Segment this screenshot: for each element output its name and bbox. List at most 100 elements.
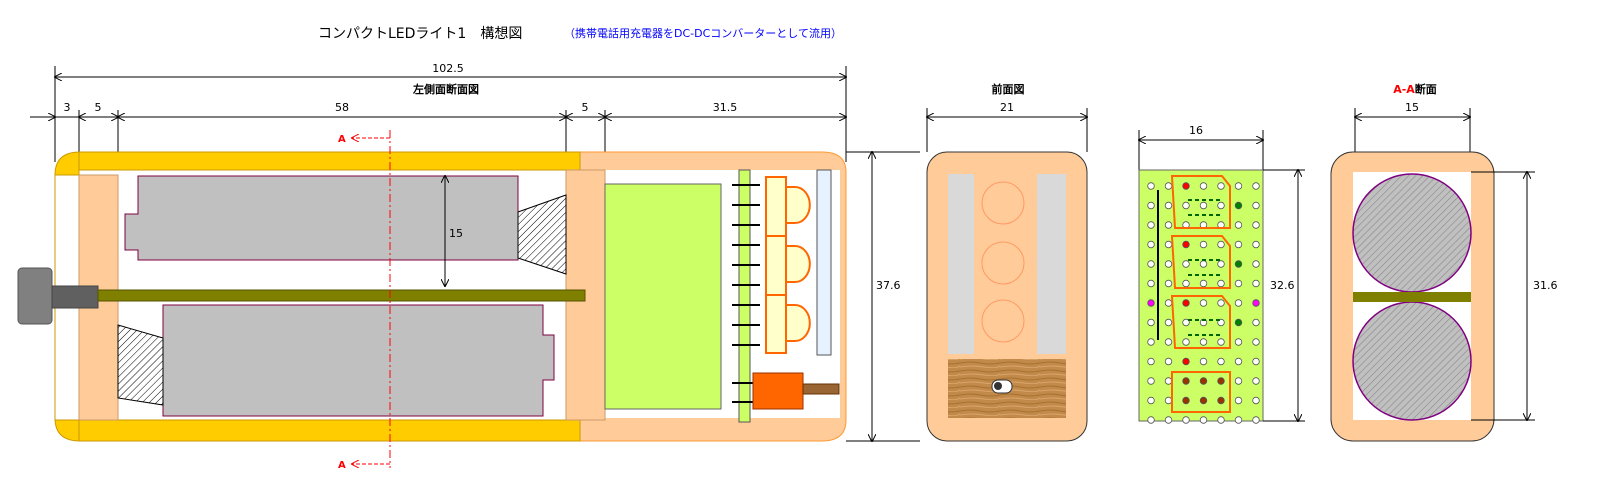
pcb-hole: [1252, 182, 1260, 190]
front-view-title: 前面図: [992, 82, 1025, 96]
pcb-hole: [1217, 279, 1225, 288]
pcb-hole: [1217, 240, 1225, 249]
switch-shaft: [51, 285, 99, 309]
pcb-hole: [1164, 279, 1173, 288]
pcb-layout-view: 16 32.6: [1139, 124, 1305, 424]
pcb-hole: [1217, 396, 1225, 405]
pcb-hole: [1164, 299, 1173, 307]
switch-lever: [802, 383, 840, 395]
pcb-hole: [1252, 338, 1260, 346]
section-a-suffix: 断面: [1415, 82, 1437, 96]
pcb-hole: [1199, 416, 1208, 424]
pcb-hole: [1147, 279, 1155, 288]
pcb-hole: [1182, 279, 1190, 288]
pcb-hole: [1217, 416, 1225, 424]
section-a-label: A-A: [1393, 83, 1415, 96]
drawing-subtitle: （携帯電話用充電器をDC-DCコンバーターとして流用）: [564, 26, 842, 40]
pcb-hole: [1182, 260, 1190, 268]
pcb-hole: [1217, 377, 1225, 385]
pcb-hole: [1147, 201, 1155, 210]
dim-label-height: 37.6: [876, 279, 901, 292]
pcb-hole: [1234, 357, 1243, 366]
pcb-hole: [1164, 377, 1173, 385]
outer-shell-top: [78, 151, 581, 171]
pcb-hole: [1252, 416, 1260, 424]
pcb-hole: [1234, 182, 1243, 190]
dimension-total-length: 102.5: [55, 62, 846, 162]
pcb-hole: [1234, 201, 1243, 210]
pcb-hole: [1234, 396, 1243, 405]
section-battery-top: [1352, 173, 1472, 293]
pcb-hole: [1182, 299, 1190, 307]
pcb-hole: [1147, 396, 1155, 405]
pcb-hole: [1182, 201, 1190, 210]
pcb-hole: [1199, 182, 1208, 190]
pcb-hole: [1234, 299, 1243, 307]
pcb-hole: [1164, 182, 1173, 190]
pcb-hole: [1182, 338, 1190, 346]
pcb-hole: [1182, 182, 1190, 190]
spring-bottom: [117, 324, 164, 406]
pcb-hole: [1217, 260, 1225, 268]
pcb-hole: [1234, 318, 1243, 327]
section-marker-top: A: [338, 134, 346, 145]
pcb-hole: [1252, 201, 1260, 210]
pcb-hole: [1182, 357, 1190, 366]
section-a-view: A-A断面 15 31.6: [1330, 82, 1558, 442]
pcb-hole: [1234, 240, 1243, 249]
pcb-hole: [1252, 377, 1260, 385]
slide-switch: [752, 372, 804, 410]
side-section-view: 102.5 左側面断面図 3 5 58 5 31.5: [17, 62, 920, 471]
pcb-hole: [1252, 260, 1260, 268]
center-rod: [97, 289, 586, 302]
pcb-hole: [1147, 182, 1155, 190]
pcb-hole: [1234, 338, 1243, 346]
pcb-hole: [1234, 260, 1243, 268]
pcb-hole: [1234, 279, 1243, 288]
dim-label-pcb-width: 16: [1189, 124, 1203, 137]
pcb-hole: [1217, 201, 1225, 210]
pcb-hole: [1252, 357, 1260, 366]
pcb-hole: [1147, 260, 1155, 268]
dim-label-section-width: 15: [1405, 101, 1419, 114]
pcb-hole: [1252, 299, 1260, 307]
battery-bottom: [162, 304, 555, 417]
pcb-hole: [1217, 357, 1225, 366]
pcb-hole: [1199, 279, 1208, 288]
pcb-hole: [1147, 377, 1155, 385]
pcb-hole: [1199, 338, 1208, 346]
battery-top: [124, 175, 519, 261]
pcb-hole: [1164, 396, 1173, 405]
dim-label-spacer-left: 5: [95, 101, 102, 114]
dim-label-section-height: 31.6: [1533, 279, 1558, 292]
pcb-hole: [1199, 357, 1208, 366]
pcb-hole: [1199, 240, 1208, 249]
dim-label-pcb-height: 32.6: [1270, 279, 1295, 292]
side-view-title: 左側面断面図: [412, 82, 479, 96]
pcb-hole: [1164, 338, 1173, 346]
dim-label-total-length: 102.5: [432, 62, 464, 75]
pcb-hole: [1147, 318, 1155, 327]
dim-label-battery-dia: 15: [449, 227, 463, 240]
pcb-hole: [1182, 377, 1190, 385]
pcb-hole: [1252, 279, 1260, 288]
front-view: 前面図 21: [927, 82, 1087, 442]
pcb-hole: [1147, 338, 1155, 346]
dimension-segments: 3 5 58 5 31.5: [30, 101, 846, 162]
section-center-rod: [1353, 292, 1471, 302]
switch-knob: [17, 267, 53, 325]
pcb-traces: [1157, 175, 1231, 413]
dim-label-front-width: 21: [1000, 101, 1014, 114]
pcb-hole: [1217, 299, 1225, 307]
pcb-hole: [1164, 357, 1173, 366]
pcb-hole: [1199, 201, 1208, 210]
pcb-hole: [1147, 416, 1155, 424]
pcb-hole: [1199, 396, 1208, 405]
pcb-hole: [1234, 221, 1243, 229]
pcb-hole: [1147, 221, 1155, 229]
pcb-holes: [1147, 182, 1260, 424]
front-led-lenses: [981, 181, 1025, 343]
front-lens: [816, 169, 832, 356]
dim-label-spacer-right: 5: [582, 101, 589, 114]
